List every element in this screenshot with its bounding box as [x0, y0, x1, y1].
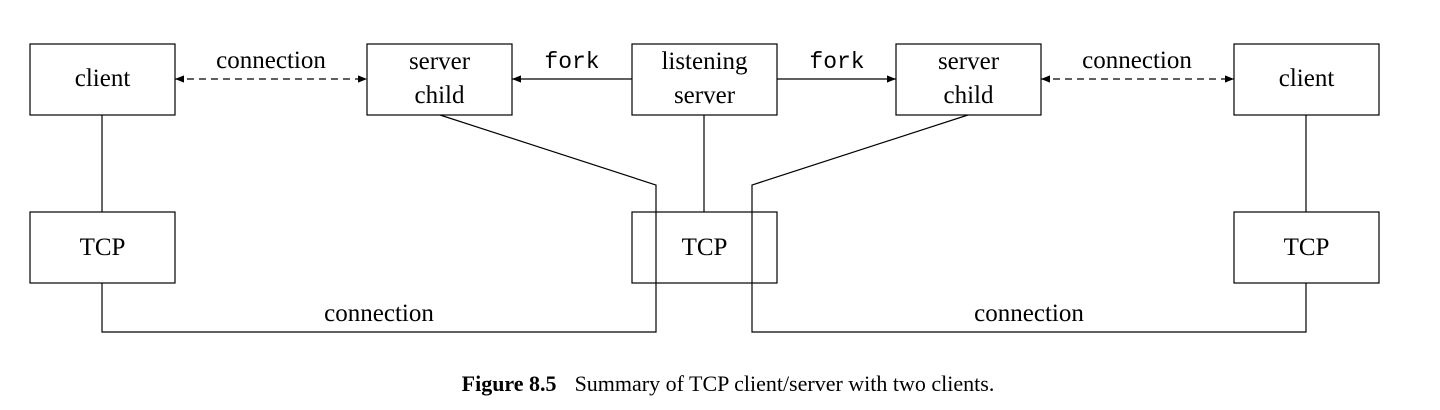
- server-child-left-line1: server: [409, 48, 471, 75]
- client-right-box: client: [1233, 43, 1380, 116]
- server-child-left-connection-line: [101, 114, 657, 333]
- tcp-center-label: TCP: [682, 234, 728, 261]
- tcp-right-box: TCP: [1233, 211, 1380, 284]
- tcp-left-label: TCP: [80, 234, 126, 261]
- figure-caption-label: Figure 8.5: [462, 371, 557, 396]
- server-child-left-box: server child: [366, 43, 513, 116]
- tcp-left-box: TCP: [29, 211, 176, 284]
- connection-top-right-label: connection: [1082, 47, 1192, 74]
- connection-top-left-label: connection: [216, 47, 326, 74]
- connection-bottom-left-label: connection: [324, 300, 434, 327]
- client-left-label: client: [75, 65, 131, 92]
- connection-bottom-right-label: connection: [974, 300, 1084, 327]
- server-child-right-connection-line: [751, 114, 1307, 333]
- figure-caption-text: Summary of TCP client/server with two cl…: [575, 371, 995, 396]
- server-child-right-line1: server: [938, 48, 1000, 75]
- figure-caption: Figure 8.5 Summary of TCP client/server …: [462, 371, 995, 396]
- server-child-left-line2: child: [415, 82, 465, 109]
- listening-server-box: listening server: [631, 43, 778, 116]
- server-child-right-line2: child: [944, 82, 994, 109]
- fork-right-label: fork: [809, 49, 864, 75]
- fork-left-label: fork: [544, 49, 599, 75]
- listening-server-line2: server: [674, 82, 736, 109]
- listening-server-line1: listening: [661, 48, 748, 75]
- client-right-label: client: [1279, 65, 1335, 92]
- client-left-box: client: [29, 43, 176, 116]
- server-child-right-box: server child: [895, 43, 1042, 116]
- tcp-center-box: TCP: [631, 211, 778, 284]
- tcp-right-label: TCP: [1284, 234, 1330, 261]
